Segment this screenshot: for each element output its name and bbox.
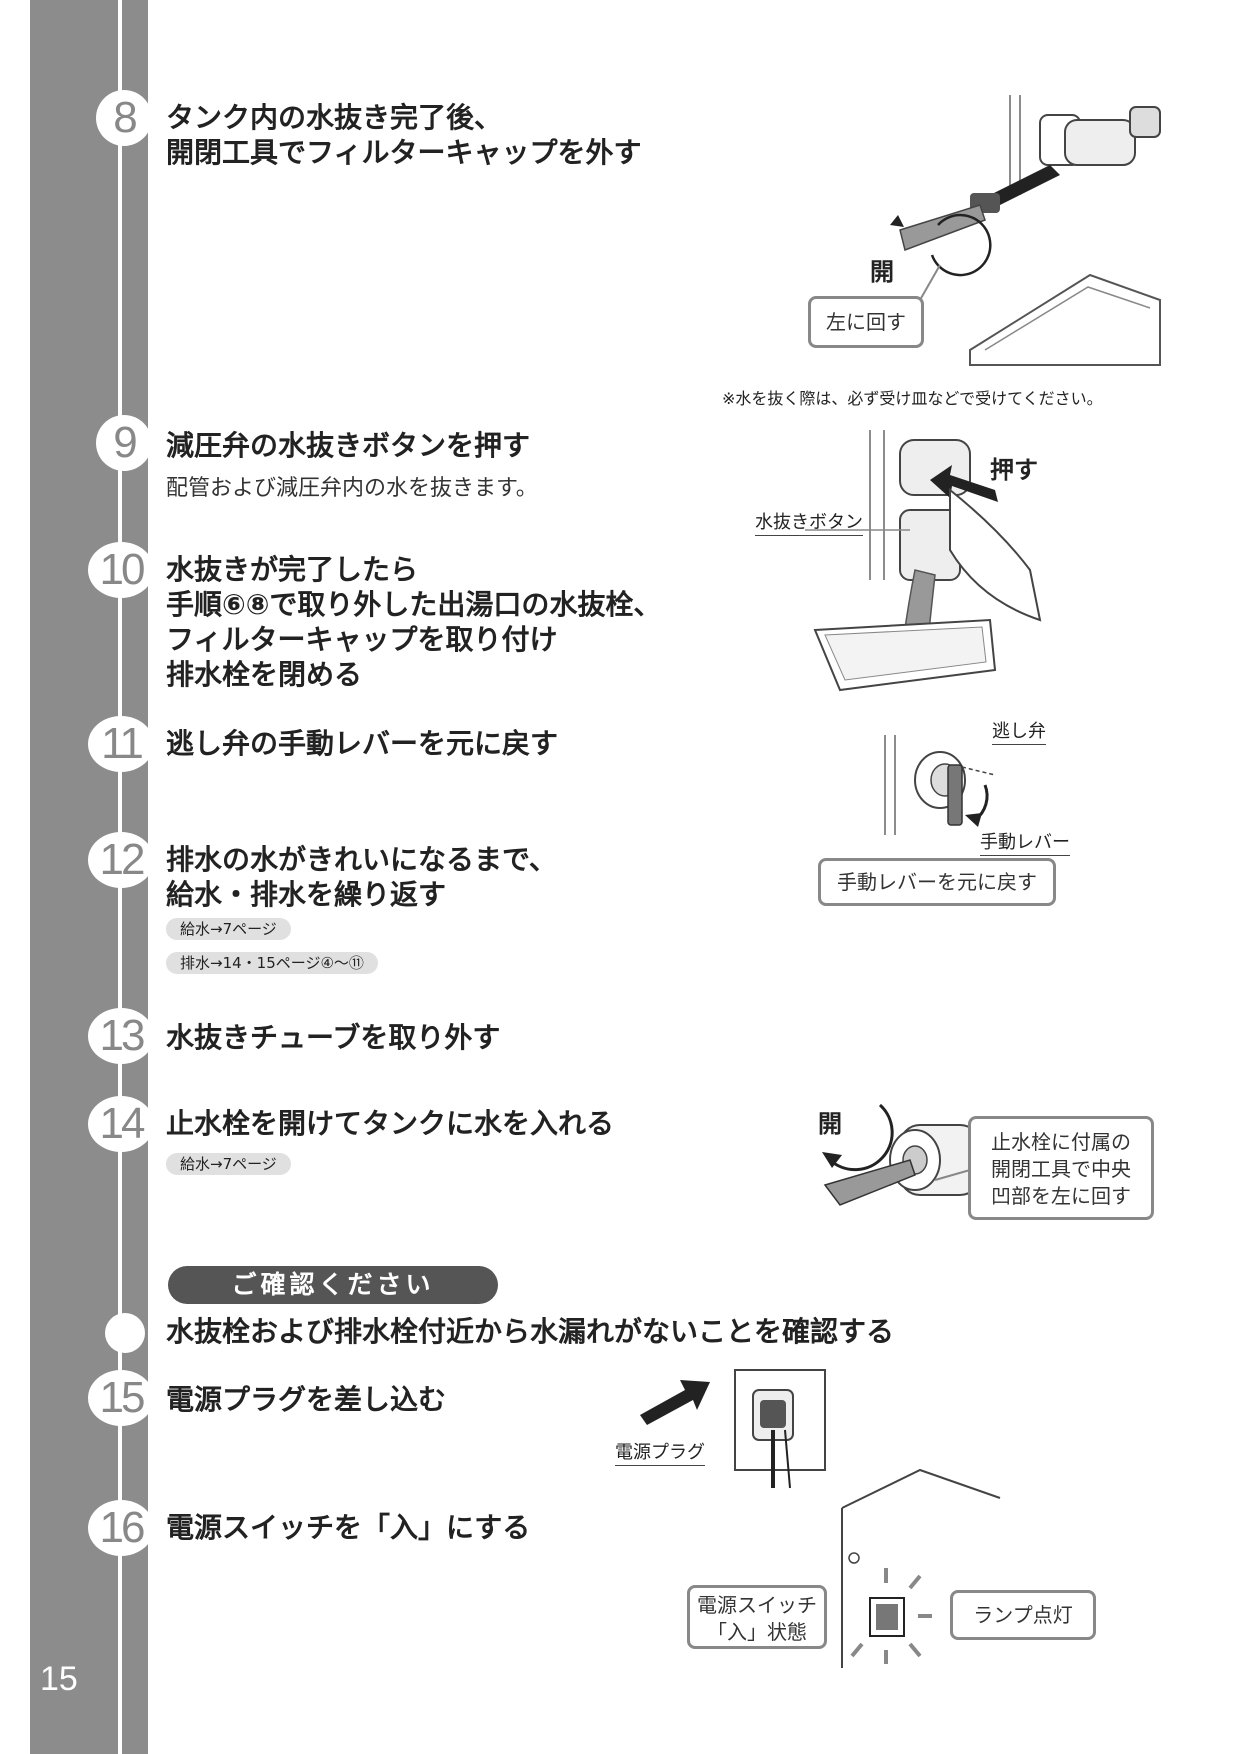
callout-turn-left: 左に回す (808, 296, 924, 348)
callout-return-lever: 手動レバーを元に戻す (818, 858, 1056, 906)
label-power-plug: 電源プラグ (615, 1438, 705, 1466)
step-number-15: 15 (88, 1370, 154, 1426)
ref-link-drain[interactable]: 排水→14・15ページ④～⑪ (166, 952, 378, 974)
confirm-banner: ご確認ください (168, 1266, 498, 1304)
step-9-line-1: 減圧弁の水抜きボタンを押す (166, 429, 531, 462)
drain-button-illustration (805, 430, 1042, 692)
callout-stop-valve-line-2: 開閉工具で中央 (991, 1157, 1131, 1181)
step-desc-9: 配管および減圧弁内の水を抜きます。 (166, 476, 538, 501)
step-8-line-2: 開閉工具でフィルターキャップを外す (166, 136, 642, 169)
step-title-14: 止水栓を開けてタンクに水を入れる (166, 1106, 614, 1141)
step-15-line-1: 電源プラグを差し込む (166, 1383, 447, 1416)
step-title-16: 電源スイッチを「入」にする (166, 1510, 530, 1545)
step-10-line-4: 排水栓を閉める (166, 658, 363, 691)
ref-link-water-supply[interactable]: 給水→7ページ (166, 918, 291, 940)
step-10-line-3: フィルターキャップを取り付け (166, 623, 558, 656)
step-title-8: タンク内の水抜き完了後、 開閉工具でフィルターキャップを外す (166, 100, 641, 170)
relief-valve-illustration (884, 735, 996, 835)
step-number-16: 16 (88, 1500, 154, 1556)
label-manual-lever: 手動レバー (980, 828, 1070, 856)
callout-lamp-on: ランプ点灯 (950, 1590, 1096, 1640)
page-number: 15 (40, 1660, 78, 1698)
step-title-15: 電源プラグを差し込む (166, 1382, 446, 1417)
step-14-line-1: 止水栓を開けてタンクに水を入れる (166, 1107, 615, 1140)
step-title-10: 水抜きが完了したら 手順⑥⑧で取り外した出湯口の水抜栓、 フィルターキャップを取… (166, 552, 661, 692)
ref-link-water-supply-2[interactable]: 給水→7ページ (166, 1153, 291, 1175)
step-number-14: 14 (88, 1096, 154, 1152)
callout-stop-valve-line-3: 凹部を左に回す (991, 1184, 1131, 1208)
callout-switch-line-2: 「入」状態 (707, 1620, 807, 1644)
step-12-line-1: 排水の水がきれいになるまで、 (166, 843, 557, 876)
step-title-11: 逃し弁の手動レバーを元に戻す (166, 726, 558, 761)
step-10-line-1: 水抜きが完了したら (166, 553, 419, 586)
step-16-line-1: 電源スイッチを「入」にする (166, 1511, 531, 1544)
step-12-line-2: 給水・排水を繰り返す (166, 878, 447, 911)
step-10-line-2: 手順⑥⑧で取り外した出湯口の水抜栓、 (166, 588, 662, 621)
label-drain-button: 水抜きボタン (755, 508, 863, 536)
step-number-10: 10 (88, 542, 154, 598)
drain-note: ※水を抜く際は、必ず受け皿などで受けてください。 (722, 389, 1103, 408)
label-push: 押す (990, 456, 1038, 484)
step-number-12: 12 (88, 832, 154, 888)
filter-cap-illustration (890, 95, 1161, 366)
callout-switch-line-1: 電源スイッチ (697, 1593, 817, 1617)
step-8-line-1: タンク内の水抜き完了後、 (166, 101, 503, 134)
step-title-12: 排水の水がきれいになるまで、 給水・排水を繰り返す (166, 842, 557, 912)
step-title-9: 減圧弁の水抜きボタンを押す (166, 428, 530, 463)
step-number-8: 8 (96, 90, 152, 146)
step-11-line-1: 逃し弁の手動レバーを元に戻す (166, 727, 559, 760)
callout-stop-valve-line-1: 止水栓に付属の (991, 1130, 1131, 1154)
label-relief-valve: 逃し弁 (992, 717, 1046, 745)
stop-valve-illustration (822, 1103, 981, 1206)
callout-stop-valve: 止水栓に付属の 開閉工具で中央 凹部を左に回す (968, 1116, 1154, 1220)
step-number-9: 9 (96, 415, 152, 471)
step-title-13: 水抜きチューブを取り外す (166, 1020, 500, 1055)
confirm-bullet (105, 1313, 145, 1353)
step-number-13: 13 (88, 1008, 154, 1064)
callout-power-switch: 電源スイッチ 「入」状態 (687, 1585, 827, 1649)
power-switch-illustration (841, 1468, 1001, 1668)
power-plug-illustration (640, 1369, 826, 1489)
step-number-11: 11 (88, 716, 154, 772)
step-13-line-1: 水抜きチューブを取り外す (166, 1021, 501, 1054)
label-open-14: 開 (818, 1110, 842, 1138)
confirm-text: 水抜栓および排水栓付近から水漏れがないことを確認する (166, 1315, 895, 1348)
label-open-8: 開 (870, 258, 894, 286)
